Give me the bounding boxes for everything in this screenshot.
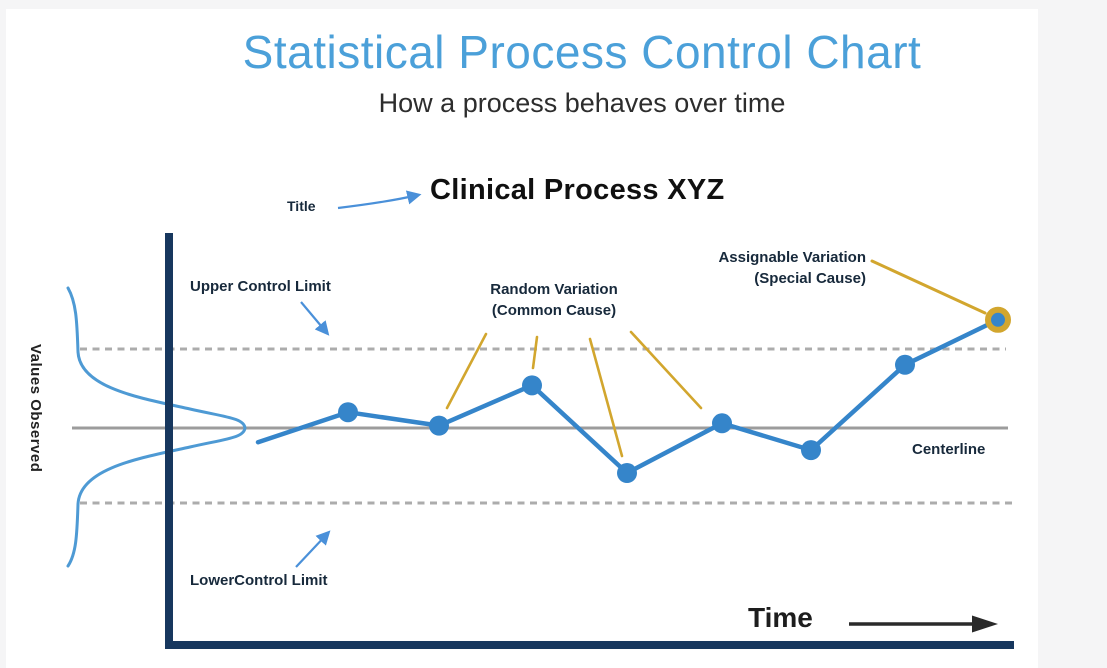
- upper-control-limit-label: Upper Control Limit: [190, 278, 331, 295]
- distribution-curve: [66, 286, 247, 568]
- lower-control-limit-label: LowerControl Limit: [190, 572, 328, 589]
- ucl-arrow-icon: [300, 301, 330, 336]
- data-point: [429, 415, 449, 436]
- data-point: [522, 375, 542, 396]
- time-arrow-icon: [849, 615, 998, 633]
- random-variation-label: Random Variation (Common Cause): [455, 279, 653, 321]
- data-point: [617, 463, 637, 484]
- centerline-label: Centerline: [912, 441, 986, 458]
- page-subtitle: How a process behaves over time: [378, 88, 786, 118]
- page-title: Statistical Process Control Chart: [242, 26, 922, 78]
- random-variation-line2: (Common Cause): [491, 302, 617, 319]
- assignable-variation-label: Assignable Variation (Special Cause): [648, 247, 866, 289]
- assignable-variation-leader-line: [870, 259, 987, 315]
- random-variation-leader-line: [445, 332, 488, 410]
- control-limit-lines: [72, 347, 1012, 505]
- data-point: [801, 440, 821, 461]
- page-background: [6, 9, 1038, 668]
- special-cause-point: [985, 306, 1011, 333]
- process-data-line: [255, 317, 1001, 476]
- chart-title: Clinical Process XYZ: [430, 174, 725, 206]
- random-variation-leader-line: [588, 337, 624, 458]
- random-variation-leader-line: [629, 330, 703, 410]
- random-variation-line1: Random Variation: [490, 281, 618, 298]
- data-point: [712, 413, 732, 434]
- x-axis-label: Time: [748, 602, 813, 633]
- data-point: [338, 402, 358, 423]
- data-point: [895, 354, 915, 375]
- data-series: [255, 259, 1011, 484]
- y-axis-label: Values Observed: [27, 344, 44, 473]
- random-variation-leader-line: [531, 335, 539, 370]
- lcl-arrow-icon: [295, 530, 331, 568]
- axes: [165, 233, 1014, 649]
- assignable-variation-line2: (Special Cause): [754, 270, 866, 287]
- title-arrow-icon: [337, 190, 422, 210]
- chart-title-pointer-label: Title: [287, 198, 316, 214]
- assignable-variation-line1: Assignable Variation: [718, 249, 866, 266]
